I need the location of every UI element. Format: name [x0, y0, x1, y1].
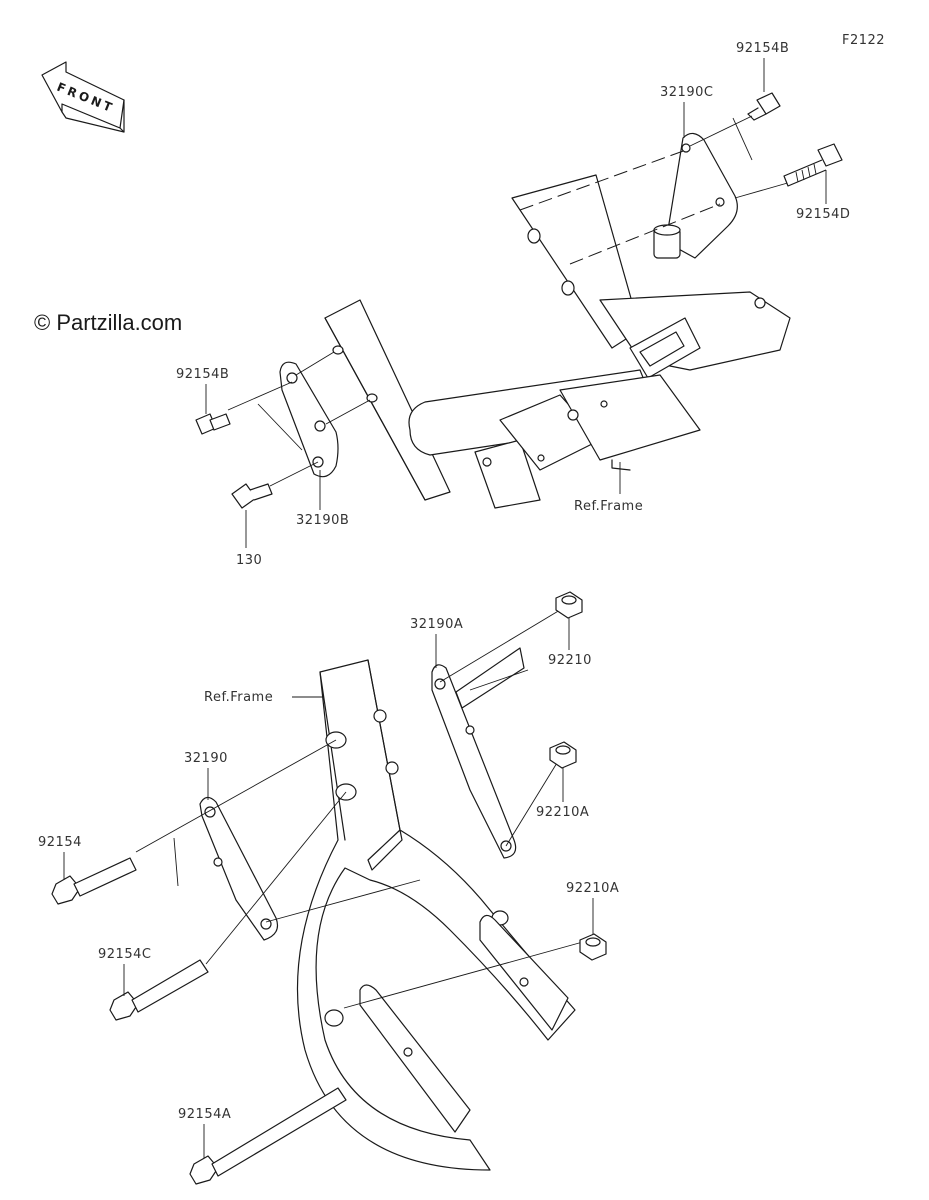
label-92154c: 92154C	[98, 947, 151, 962]
bracket-32190a	[431, 647, 525, 859]
nut-92210	[555, 591, 583, 619]
label-92210a-low: 92210A	[566, 881, 619, 896]
bolt-92154c	[109, 959, 209, 1021]
bolt-130	[231, 483, 273, 509]
label-32190c: 32190C	[660, 85, 713, 100]
label-ref-frame-upper: Ref.Frame	[574, 499, 643, 514]
bracket-32190c	[653, 132, 738, 259]
bolt-92154b-top	[747, 92, 781, 121]
label-ref-frame-lower: Ref.Frame	[204, 690, 273, 705]
label-32190b: 32190B	[296, 513, 349, 528]
front-arrow-icon: FRONT	[41, 61, 125, 133]
label-92210: 92210	[548, 653, 592, 668]
label-92154d: 92154D	[796, 207, 850, 222]
label-92154: 92154	[38, 835, 82, 850]
label-32190a: 32190A	[410, 617, 463, 632]
label-130: 130	[236, 553, 262, 568]
label-92154b-left: 92154B	[176, 367, 229, 382]
bolt-92154d	[783, 143, 843, 187]
nut-92210a-mid	[549, 741, 577, 769]
bolt-92154	[51, 857, 137, 905]
bracket-32190	[199, 796, 279, 941]
lower-frame	[296, 659, 576, 1171]
bracket-32190b	[279, 361, 339, 478]
label-92210a-mid: 92210A	[536, 805, 589, 820]
nut-92210a-low	[579, 933, 607, 961]
label-92154b-top: 92154B	[736, 41, 789, 56]
bolt-92154b-left	[195, 413, 231, 435]
bolt-92154a	[189, 1087, 347, 1185]
copyright-text: © Partzilla.com	[34, 310, 182, 335]
label-32190: 32190	[184, 751, 228, 766]
upper-frame	[324, 174, 791, 509]
figure-id: F2122	[842, 33, 885, 48]
label-92154a: 92154A	[178, 1107, 231, 1122]
